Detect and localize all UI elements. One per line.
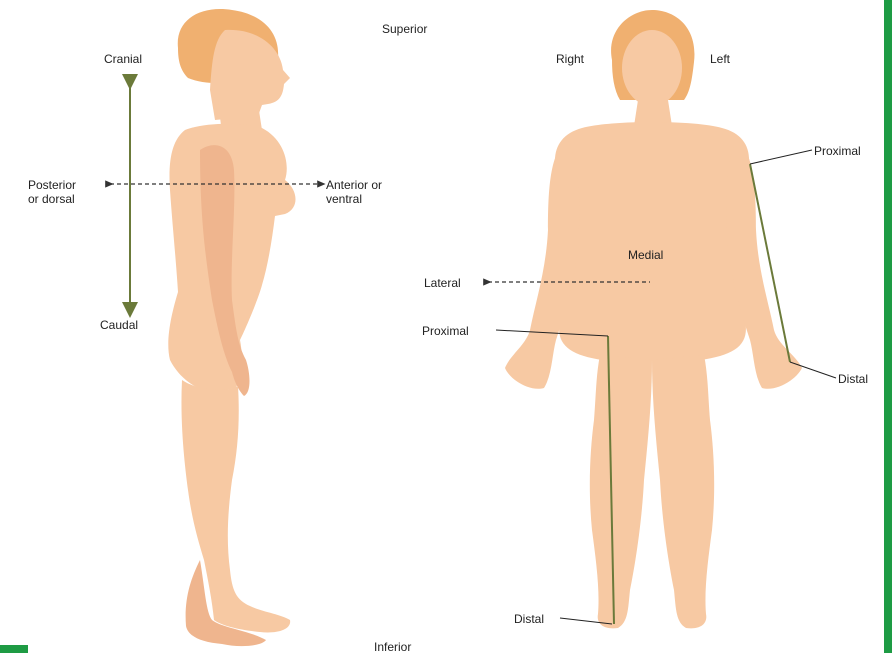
left-label: Left	[710, 52, 730, 66]
front-view-body	[505, 10, 802, 628]
medial-label: Medial	[628, 248, 663, 262]
front-torso	[555, 122, 749, 360]
leg-proximal-label: Proximal	[422, 324, 469, 338]
arm-proximal-leader	[750, 150, 812, 164]
left-corner-bar	[0, 645, 28, 653]
caudal-label: Caudal	[100, 318, 138, 332]
arm-proximal-label: Proximal	[814, 144, 861, 158]
arm-distal-label: Distal	[838, 372, 868, 386]
front-left-arm	[726, 140, 802, 389]
right-label: Right	[556, 52, 584, 66]
inferior-label: Inferior	[374, 640, 411, 654]
leg-distal-label: Distal	[514, 612, 544, 626]
front-right-arm	[505, 140, 579, 389]
lateral-label: Lateral	[424, 276, 461, 290]
side-view-body	[168, 9, 295, 646]
superior-label: Superior	[382, 22, 427, 36]
front-right-leg	[590, 355, 652, 628]
front-head	[622, 30, 682, 106]
anterior-label: Anterior or ventral	[326, 178, 382, 206]
cranial-label: Cranial	[104, 52, 142, 66]
front-left-leg	[652, 355, 714, 628]
right-edge-bar	[884, 0, 892, 653]
posterior-label: Posterior or dorsal	[28, 178, 76, 206]
